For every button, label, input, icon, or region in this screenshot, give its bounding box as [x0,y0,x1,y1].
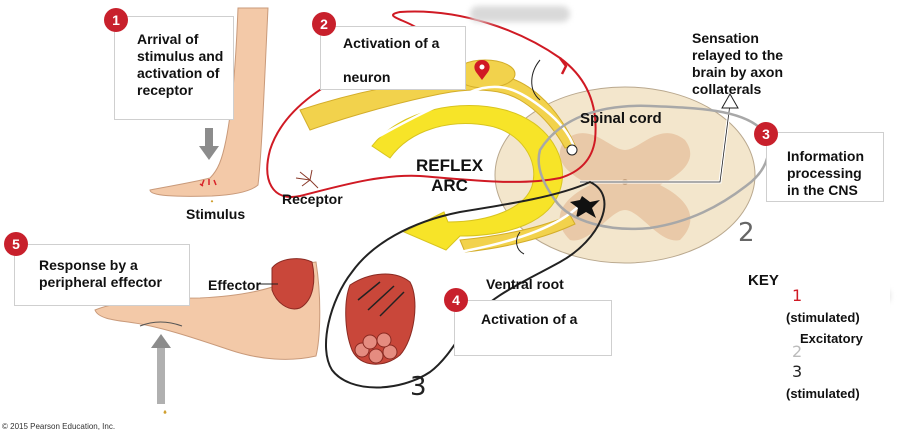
ascending-axon-outline [580,103,731,183]
ventral-root-label: Ventral root [486,276,564,292]
reflex-arc-arrow [371,105,564,251]
stimulus-drop [210,200,214,203]
key-item-4-text: (stimulated) [786,386,860,401]
response-arrow [151,334,171,404]
stimulus-label: Stimulus [186,206,246,222]
step-3-badge: 3 [754,122,778,146]
effector-label: Effector [208,277,261,293]
redaction-blur [470,6,570,22]
step-2-badge: 2 [312,12,336,36]
step-4-badge: 4 [444,288,468,312]
receptor-label: Receptor [282,191,343,207]
key-mark-1: 1 [792,286,803,305]
key-item-2-text: Excitatory [800,331,863,346]
step-5-badge: 5 [4,232,28,256]
step-5-text: Response by a peripheral effector [39,257,162,290]
copyright-notice: © 2015 Pearson Education, Inc. [2,422,116,431]
ascending-arrowhead [721,92,739,109]
step-1-box: Arrival of stimulus and activation of re… [114,16,234,120]
black-annotation-path [325,180,606,389]
key-mark-2: 2 [792,342,803,361]
key-panel: KEY [738,264,890,414]
grey-annotation-path [537,104,770,231]
receptor-endings [295,169,319,189]
sensation-label: Sensation relayed to the brain by axon c… [692,30,784,97]
step-3-box: Information processing in the CNS [766,132,884,202]
step-2-box: Activation of a neuron [320,26,466,90]
step-1-text: Arrival of stimulus and activation of re… [137,31,224,98]
step-3-text: Information processing in the CNS [787,148,864,198]
reflex-arc-label: REFLEX ARC [416,156,484,195]
handwritten-number-2: 2 [738,218,755,248]
key-title: KEY [748,272,779,289]
sensory-neuron-axon [309,85,577,182]
handwritten-number-3: 3 [410,372,427,402]
step-2-text: Activation of a neuron [343,35,440,85]
motor-neuron-soma [570,196,600,218]
response-drop [163,410,167,414]
movement-mark [139,321,183,327]
motor-neuron-axon [379,204,581,284]
step-1-badge: 1 [104,8,128,32]
skeletal-muscle-bundle [345,273,416,365]
lower-arm-illustration [94,261,321,360]
location-pin-icon [474,60,490,80]
bicep-muscle [271,258,315,310]
ventral-root-ring [516,231,525,255]
step-4-box: Activation of a [454,300,612,356]
key-mark-3: 3 [792,362,803,381]
spinal-cord-label: Spinal cord [580,110,662,127]
interneuron-soma [566,144,578,156]
stimulus-marks [199,179,217,187]
ventral-root-nerve [459,214,576,253]
dorsal-root-ring [531,59,541,101]
stimulus-arrow [199,128,219,160]
red-tick-mark [559,57,568,75]
upper-arm-illustration [149,7,269,197]
key-item-1-text: (stimulated) [786,310,860,325]
step-5-box: Response by a peripheral effector [14,244,190,306]
step-4-text: Activation of a [481,311,578,327]
